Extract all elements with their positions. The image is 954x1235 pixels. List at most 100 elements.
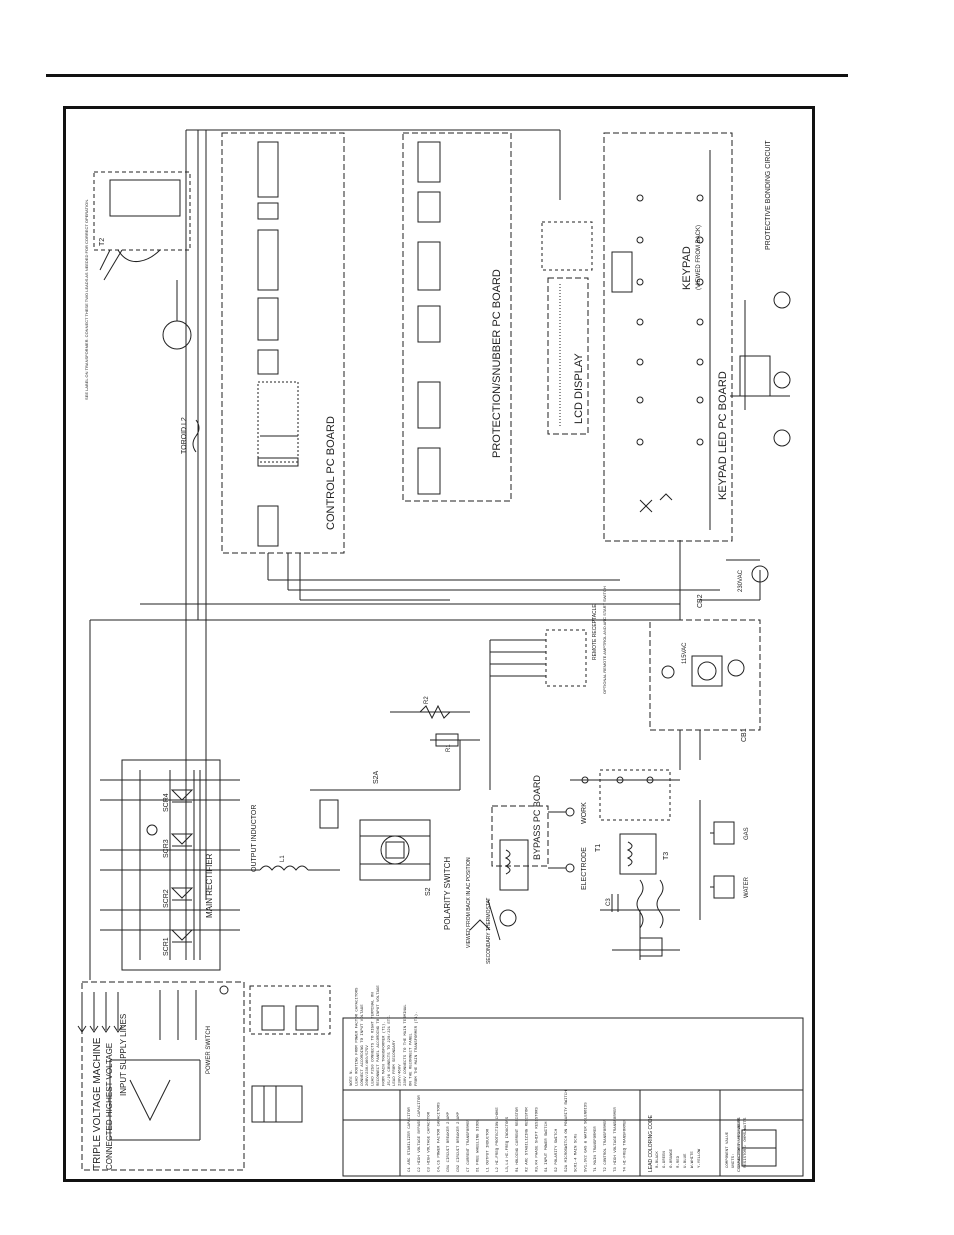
legend-line: RECONNECT PANEL ACCORDING TO INPUT VOLTA…: [377, 985, 381, 1086]
toroid-label: TOROID L2: [181, 417, 188, 454]
legend-line: CB2 CIRCUIT BREAKER 2 AMP: [457, 1111, 461, 1172]
work-terminal: [565, 807, 575, 817]
hv-transformer-t3: [619, 833, 657, 875]
connector-j5: [257, 297, 279, 341]
lead-color-code-label: LEAD COLORING CODE: [648, 1114, 654, 1172]
scr2-label: SCR2: [163, 889, 170, 908]
legend-line: C3 HIGH VOLTAGE CAPACITOR: [428, 1111, 432, 1172]
remote-receptacle-outline: [545, 629, 587, 687]
legend-line: 230V CONNECTS TO THE MAIN TERMINAL: [404, 1004, 408, 1086]
power-switch-label: POWER SWITCH: [206, 1026, 212, 1074]
legend-line: LEAD P250 CONNECTS TO RIGHT TERMINAL ON: [372, 992, 376, 1086]
t2-label: T2: [99, 238, 106, 246]
connector-j13: [417, 241, 441, 291]
work-label: WORK: [581, 802, 588, 824]
keypad-led-board-outline: [603, 132, 733, 542]
resistor-r1: [435, 733, 459, 747]
t3-label: T3: [663, 852, 670, 860]
t1-label: T1: [595, 844, 602, 852]
bonding-ground-1: [773, 429, 791, 447]
cb-section-outline: [649, 619, 761, 731]
protection-pc-label: PROTECTION/SNUBBER PC BOARD: [491, 269, 503, 458]
legend-line: O-ORANGE: [670, 1148, 674, 1168]
connector-j10: [417, 447, 441, 495]
lcd-display-label: LCD DISPLAY: [573, 353, 585, 424]
keypad-label: KEYPAD: [681, 246, 693, 290]
r1-label: R1: [446, 744, 452, 752]
l1-label: L1: [280, 855, 286, 862]
legend-line: T1 MAIN TRANSFORMER: [594, 1126, 598, 1172]
connector-j6: [257, 229, 279, 291]
inductor-l3: [636, 879, 644, 929]
legend-line: ON THE RECONNECT PANEL: [409, 1033, 413, 1086]
v115-label: 115VAC: [682, 642, 688, 664]
connector-j15: [417, 141, 441, 183]
input-supply-label: INPUT SUPPLY LINES: [119, 1014, 128, 1096]
connected-highest-label: CONNECTED HIGHEST VOLTAGE: [105, 1043, 114, 1170]
legend-line: S2 POLARITY SWITCH: [555, 1128, 559, 1172]
legend-line: SV1,SV2 GAS & WATER SOLENOIDS: [584, 1102, 588, 1172]
scr3-symbol: [170, 833, 194, 845]
legend-line: 230V/460V: [398, 1064, 403, 1086]
optional-remote-label: OPTIONAL REMOTE AMPTROL AND ARC START SW…: [602, 586, 607, 694]
rectifier-label: MAIN RECTIFIER: [205, 853, 214, 918]
polarity-switch-s2: [359, 819, 431, 881]
legend-line: D1 FREE WHEELING DIODE: [477, 1119, 481, 1172]
legend-line: S2A MICROSWITCH ON POLARITY SWITCH: [565, 1090, 569, 1172]
legend-line: NOTE N.: [350, 1069, 354, 1086]
protection-pc-board-outline: [402, 132, 512, 502]
legend-line: CT CURRENT TRANSFORMER: [467, 1119, 471, 1172]
keypad-led-label: KEYPAD LED PC BOARD: [717, 371, 729, 500]
legend-line: SCR1-4 MAIN SCRs: [575, 1133, 579, 1172]
legend-line: J5/J6 CONNECTS TO J20/J21 ETC.: [387, 1014, 392, 1086]
header-rule: [46, 74, 848, 77]
legend-line: C1 ARC STABILIZER CAPACITOR: [408, 1107, 412, 1172]
electrode-label: ELECTRODE: [581, 847, 588, 890]
water-label: WATER: [744, 876, 750, 898]
gas-label: GAS: [744, 827, 750, 840]
connector-j14: [417, 191, 441, 223]
remote-receptacle-label: REMOTE RECEPTACLE: [592, 604, 598, 660]
legend-line: R-RED: [677, 1155, 681, 1168]
legend-line: LEAD ROUTING FROM POWER FACTOR CAPACITOR…: [355, 987, 359, 1086]
s2a-label: S2A: [373, 770, 380, 784]
cb2-label: CB2: [697, 594, 704, 608]
v230-label: 230VAC: [738, 569, 744, 592]
r2-label: R2: [424, 696, 430, 704]
connector-j4: [257, 349, 279, 375]
hi-freq-transformer-t4: [499, 839, 529, 891]
legend-line: FROM MAIN TRANSFORMER (T1).: [381, 1021, 386, 1086]
legend-line: LEAD FROM SECONDARY: [393, 1040, 397, 1086]
secondary-thermostat-label: SECONDARY THERMOSTAT: [486, 898, 492, 965]
bypass-pc-label: BYPASS PC BOARD: [532, 775, 542, 860]
connector-j12: [417, 305, 441, 343]
connector-j8: [257, 141, 279, 198]
cb1-label: CB1: [741, 728, 748, 742]
electrode-terminal: [565, 863, 575, 873]
legend-line: FROM THE MAIN TRANSFORMER (T1).: [414, 1012, 419, 1086]
c3-label: C3: [606, 898, 612, 906]
legend-line: UNITS:: [732, 1154, 736, 1168]
polarity-switch-label: POLARITY SWITCH: [443, 857, 452, 930]
connector-j9: [611, 251, 633, 293]
legend-line: L2 HI-FREQ PROTECTION CHOKE: [496, 1107, 500, 1172]
fan-sec: [499, 909, 517, 927]
legend-line: COMPONENT VALUE: [726, 1131, 730, 1168]
bypass-pc-board-outline: [491, 805, 549, 867]
ground-terminal: [751, 565, 769, 583]
legend-line: C2 HIGH VOLTAGE BYPASS CAPACITOR: [418, 1095, 422, 1172]
cb1-symbol: [661, 665, 675, 679]
scr4-label: SCR4: [163, 793, 170, 812]
legend-line: T2 CONTROL TRANSFORMER: [604, 1119, 608, 1172]
keypad-view-label: (VIEWED FROM BACK): [696, 225, 702, 290]
fan-motor: [162, 320, 192, 350]
output-inductor-label: OUTPUT INDUCTOR: [251, 805, 258, 872]
lcd-display-outline: [547, 277, 589, 435]
legend-line: CB1 CIRCUIT BREAKER 2 AMP: [447, 1111, 451, 1172]
legend-line: R2 ARC STABILIZING RESISTOR: [526, 1107, 530, 1172]
legend-line: U-BLUE: [684, 1153, 688, 1168]
legend-line: RESISTORS: OHMS/WATTS: [743, 1117, 748, 1168]
connector-j11: [417, 381, 441, 429]
output-inductor-l1: [259, 865, 309, 871]
